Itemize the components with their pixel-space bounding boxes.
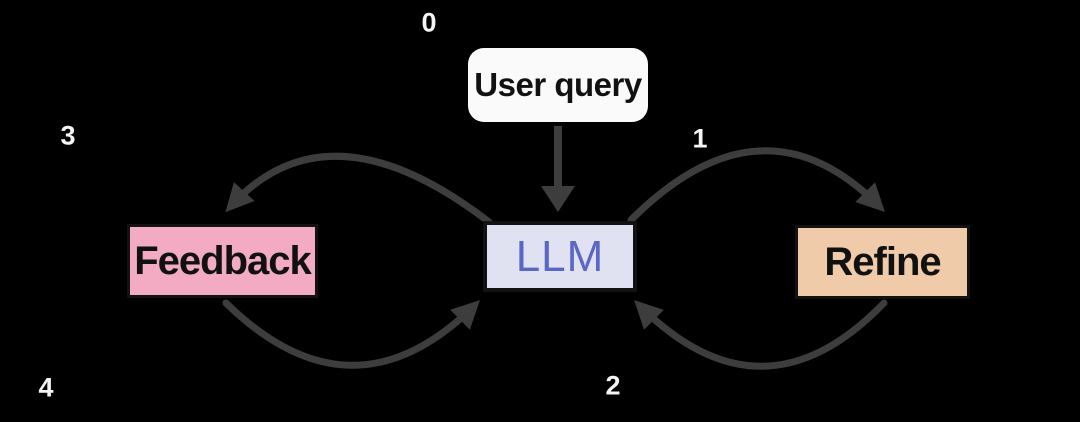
step-label-0: 0 [421, 7, 437, 38]
node-feedback: Feedback [127, 224, 318, 298]
node-user-query: User query [468, 48, 648, 122]
node-refine-label: Refine [824, 239, 941, 284]
node-feedback-label: Feedback [134, 238, 312, 283]
step-label-1: 1 [692, 123, 708, 154]
edge-llm-to-refine [627, 147, 885, 224]
edge-llm-to-feedback [225, 152, 493, 226]
step-label-2: 2 [605, 370, 621, 401]
step-label-4: 4 [38, 372, 54, 403]
edge-refine-to-llm [634, 299, 888, 370]
node-llm-label: LLM [515, 231, 605, 281]
edge-feedback-to-llm [222, 299, 480, 369]
node-user-query-label: User query [474, 66, 642, 103]
node-refine: Refine [795, 225, 970, 299]
edge-userquery-to-llm [541, 126, 575, 212]
node-llm: LLM [483, 221, 637, 292]
step-label-3: 3 [60, 120, 76, 151]
